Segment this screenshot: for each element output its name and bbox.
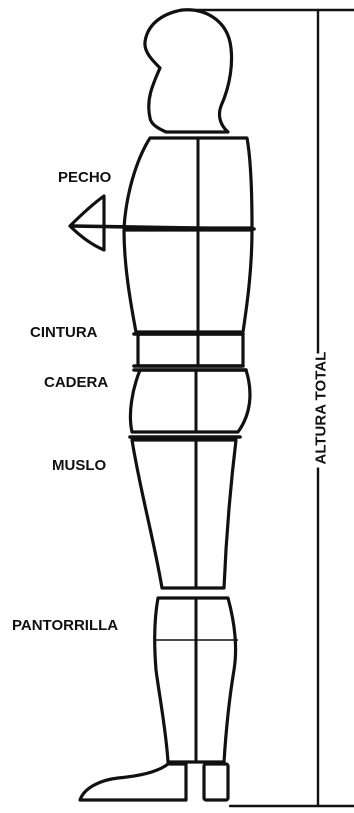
total-height-label: ALTURA TOTAL <box>314 354 329 468</box>
chest-arrow-marker <box>70 196 104 250</box>
hip-block <box>130 370 250 432</box>
hip-label: CADERA <box>44 375 108 390</box>
thigh-block <box>132 440 236 588</box>
foot-heel <box>204 764 228 800</box>
torso-upper <box>124 138 252 228</box>
waist-band <box>138 334 243 366</box>
calf-label: PANTORRILLA <box>12 618 118 633</box>
chest-label: PECHO <box>58 170 111 185</box>
waist-label: CINTURA <box>30 325 98 340</box>
torso-middle <box>124 230 252 332</box>
thigh-label: MUSLO <box>52 458 106 473</box>
head-outline <box>145 10 232 132</box>
foot-front <box>80 764 186 800</box>
